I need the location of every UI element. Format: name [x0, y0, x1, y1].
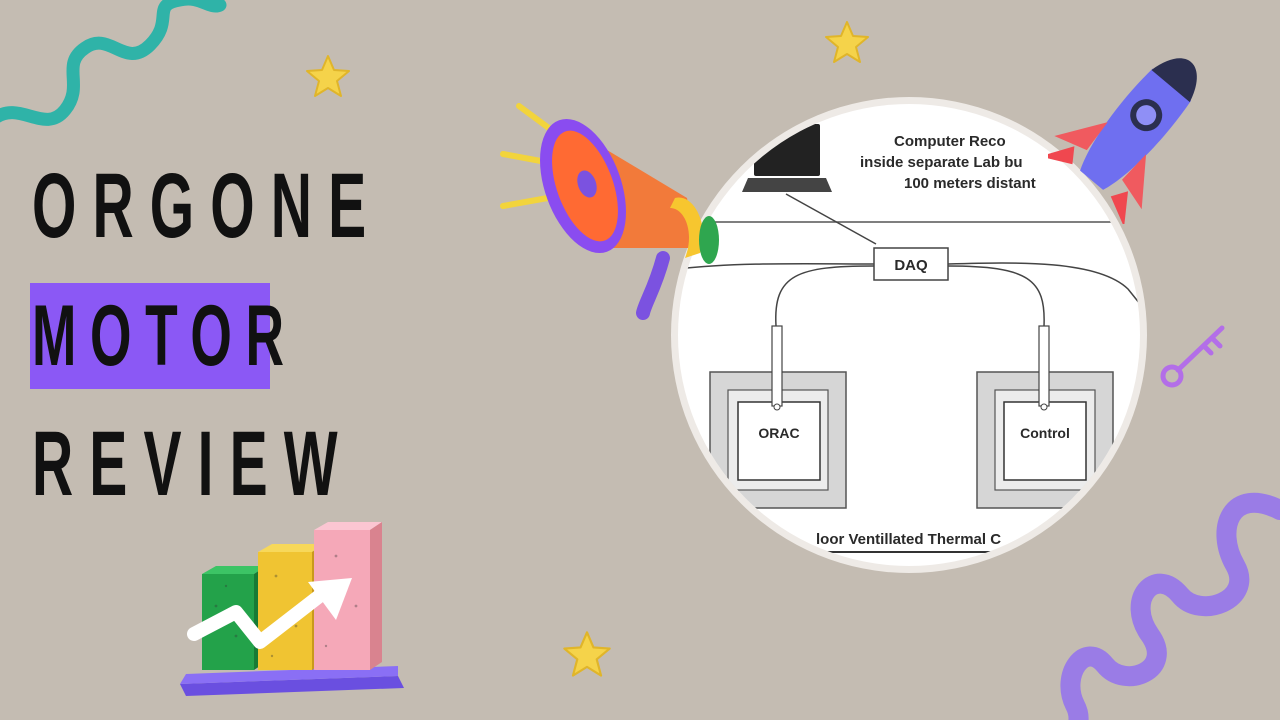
daq-label: DAQ: [894, 257, 928, 274]
diagram-circle: Computer Reco inside separate Lab bu 100…: [678, 104, 1140, 566]
key-icon: [1160, 325, 1225, 388]
computer-label-line-1: Computer Reco: [894, 133, 1006, 150]
bar-chart-icon: [180, 522, 404, 696]
title-line-motor: MOTOR: [32, 288, 298, 384]
purple-squiggle-icon: [1060, 492, 1280, 720]
control-label: Control: [1020, 425, 1070, 441]
star-icon: [306, 55, 350, 97]
svg-text:Computer Reco inside s: Computer Reco inside separate Lab bu 100…: [860, 133, 1036, 192]
star-icon: [825, 21, 869, 63]
orac-enclosure: ORAC: [709, 325, 847, 509]
title-highlight-bar: [30, 283, 270, 389]
computer-label-line-3: 100 meters distant: [904, 175, 1036, 192]
computer-label-line-2: inside separate Lab bu: [860, 154, 1023, 171]
teal-squiggle-icon: [0, 0, 227, 126]
star-icon: [563, 631, 611, 677]
rocket-icon: [1048, 58, 1197, 224]
title-line-orgone: ORGONE: [32, 155, 383, 257]
megaphone-icon: [500, 103, 719, 320]
title-line-review: REVIEW: [32, 413, 354, 515]
control-enclosure: Control: [976, 325, 1114, 509]
laptop-icon: [742, 124, 832, 192]
orac-label: ORAC: [758, 425, 799, 441]
bottom-caption: loor Ventillated Thermal C: [816, 531, 1001, 548]
